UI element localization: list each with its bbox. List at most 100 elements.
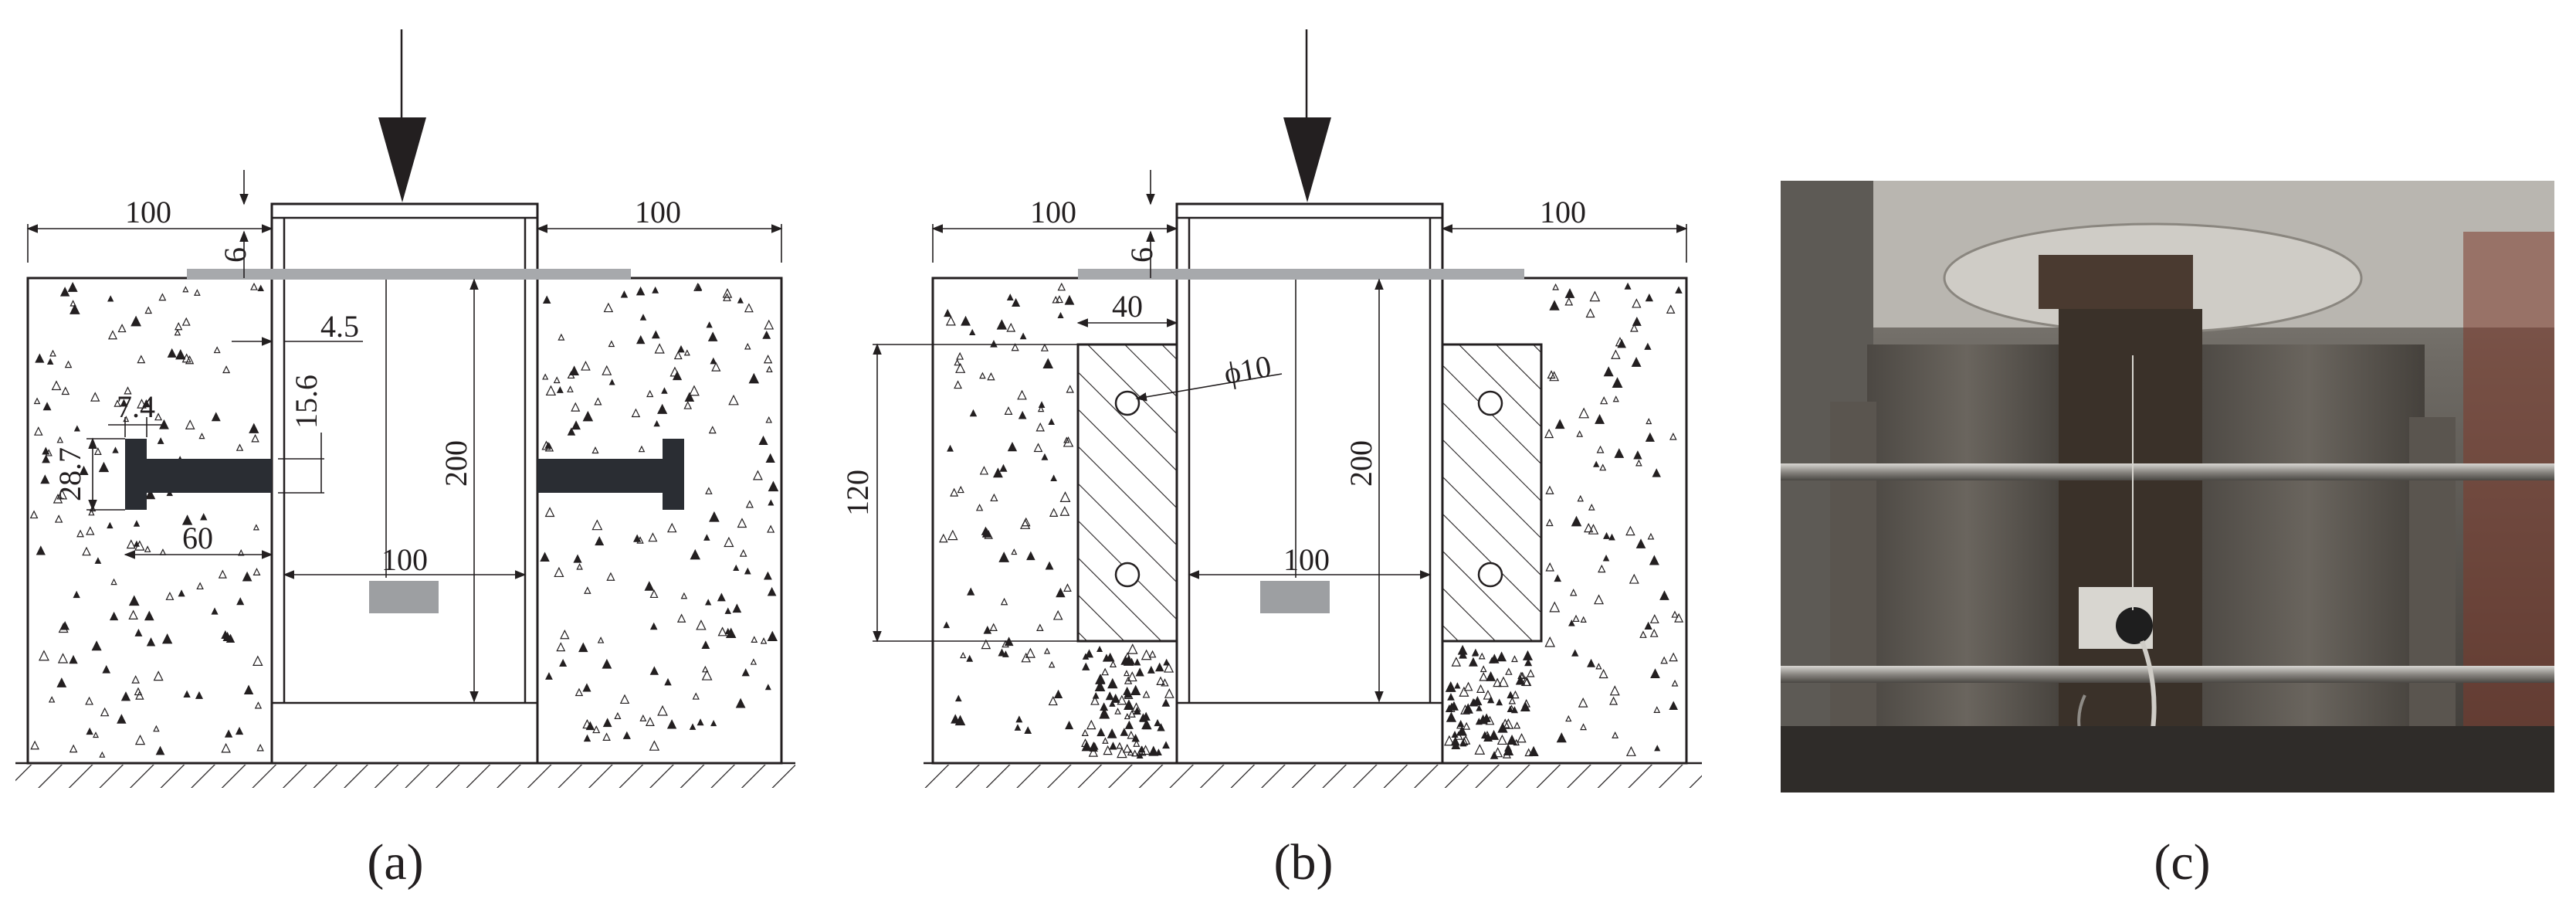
aggregate-speck — [1603, 531, 1611, 539]
aggregate-speck — [1588, 524, 1599, 535]
aggregate-speck — [253, 568, 261, 575]
aggregate-speck — [1107, 728, 1117, 738]
aggregate-speck — [649, 622, 658, 630]
aggregate-speck — [1142, 690, 1151, 698]
aggregate-speck — [724, 607, 732, 614]
aggregate-speck — [1124, 689, 1133, 698]
panel-c-photo: (c) — [1781, 181, 2554, 891]
aggregate-speck — [983, 626, 992, 634]
aggregate-speck — [1517, 733, 1527, 743]
caption-a: (a) — [367, 834, 423, 891]
aggregate-speck — [1503, 718, 1514, 729]
dim-left-width: 100 — [125, 195, 171, 229]
aggregate-speck — [666, 719, 677, 729]
dim-embed-length: 60 — [182, 521, 213, 555]
aggregate-speck — [1011, 548, 1018, 555]
aggregate-speck — [1507, 704, 1516, 712]
aggregate-speck — [1096, 645, 1103, 652]
aggregate-speck — [1096, 674, 1106, 684]
aggregate-speck — [1598, 564, 1606, 573]
aggregate-speck — [1593, 460, 1600, 467]
aggregate-speck — [545, 672, 553, 680]
dim-block-height: 120 — [840, 470, 875, 516]
aggregate-speck — [542, 295, 551, 304]
aggregate-speck — [1611, 349, 1621, 359]
aggregate-speck — [1649, 613, 1659, 623]
aggregate-speck — [1508, 697, 1517, 704]
aggregate-speck — [1002, 650, 1009, 657]
aggregate-speck — [174, 328, 181, 336]
aggregate-speck — [98, 461, 110, 473]
aggregate-speck — [1048, 418, 1055, 425]
aggregate-speck — [996, 319, 1008, 330]
aggregate-speck — [1625, 525, 1635, 536]
aggregate-speck — [1127, 730, 1136, 739]
aggregate-speck — [73, 425, 80, 432]
aggregate-speck — [1549, 300, 1560, 311]
aggregate-speck — [1545, 485, 1554, 494]
aggregate-speck — [1064, 294, 1075, 305]
aggregate-speck — [745, 500, 754, 508]
aggregate-speck — [969, 409, 978, 417]
aggregate-speck — [46, 358, 54, 365]
aggregate-speck — [1127, 643, 1138, 654]
aggregate-speck — [657, 704, 668, 716]
aggregate-speck — [710, 357, 717, 365]
aggregate-speck — [583, 734, 591, 742]
aggregate-speck — [1608, 533, 1615, 541]
aggregate-speck — [128, 609, 138, 620]
aggregate-speck — [1625, 745, 1636, 756]
aggregate-speck — [1057, 311, 1064, 318]
aggregate-speck — [1463, 681, 1473, 691]
aggregate-speck — [86, 526, 95, 535]
aggregate-speck — [1092, 691, 1100, 699]
aggregate-speck — [1134, 658, 1141, 666]
aggregate-speck — [646, 389, 654, 398]
aggregate-speck — [744, 342, 751, 350]
aggregate-speck — [707, 331, 718, 341]
aggregate-speck — [693, 283, 702, 291]
aggregate-speck — [1475, 718, 1483, 725]
aggregate-speck — [701, 669, 713, 681]
aggregate-speck — [960, 651, 967, 659]
aggregate-speck — [1037, 405, 1045, 412]
aggregate-speck — [1063, 436, 1074, 447]
aggregate-speck — [33, 397, 41, 405]
aggregate-speck — [1635, 538, 1646, 548]
aggregate-speck — [1480, 665, 1487, 673]
aggregate-speck — [56, 677, 67, 687]
aggregate-speck — [606, 572, 615, 581]
aggregate-speck — [581, 361, 591, 371]
aggregate-speck — [1527, 669, 1535, 677]
aggregate-speck — [652, 286, 659, 294]
aggregate-speck — [126, 539, 136, 549]
aggregate-speck — [1065, 721, 1074, 730]
aggregate-speck — [1154, 662, 1164, 672]
aggregate-speck — [645, 717, 655, 726]
aggregate-speck — [758, 435, 768, 446]
aggregate-speck — [42, 446, 50, 455]
aggregate-speck — [1471, 649, 1479, 657]
aggregate-speck — [1155, 748, 1162, 755]
aggregate-speck — [114, 399, 121, 407]
aggregate-speck — [1646, 418, 1652, 425]
aggregate-speck — [666, 522, 677, 533]
aggregate-speck — [553, 376, 561, 384]
aggregate-speck — [1082, 662, 1090, 670]
aggregate-speck — [1066, 385, 1074, 393]
dim-height: 200 — [439, 440, 473, 487]
aggregate-speck — [153, 670, 164, 681]
aggregate-speck — [69, 744, 78, 753]
aggregate-speck — [944, 308, 952, 317]
dim-plate-thickness: 6 — [218, 247, 253, 263]
aggregate-speck — [1163, 658, 1171, 666]
aggregate-speck — [1510, 655, 1518, 663]
aggregate-speck — [1589, 290, 1601, 302]
aggregate-speck — [732, 603, 742, 613]
aggregate-speck — [1052, 609, 1063, 620]
aggregate-speck — [1528, 745, 1539, 756]
aggregate-speck — [737, 518, 747, 528]
aggregate-speck — [1649, 555, 1659, 565]
aggregate-speck — [733, 564, 740, 571]
